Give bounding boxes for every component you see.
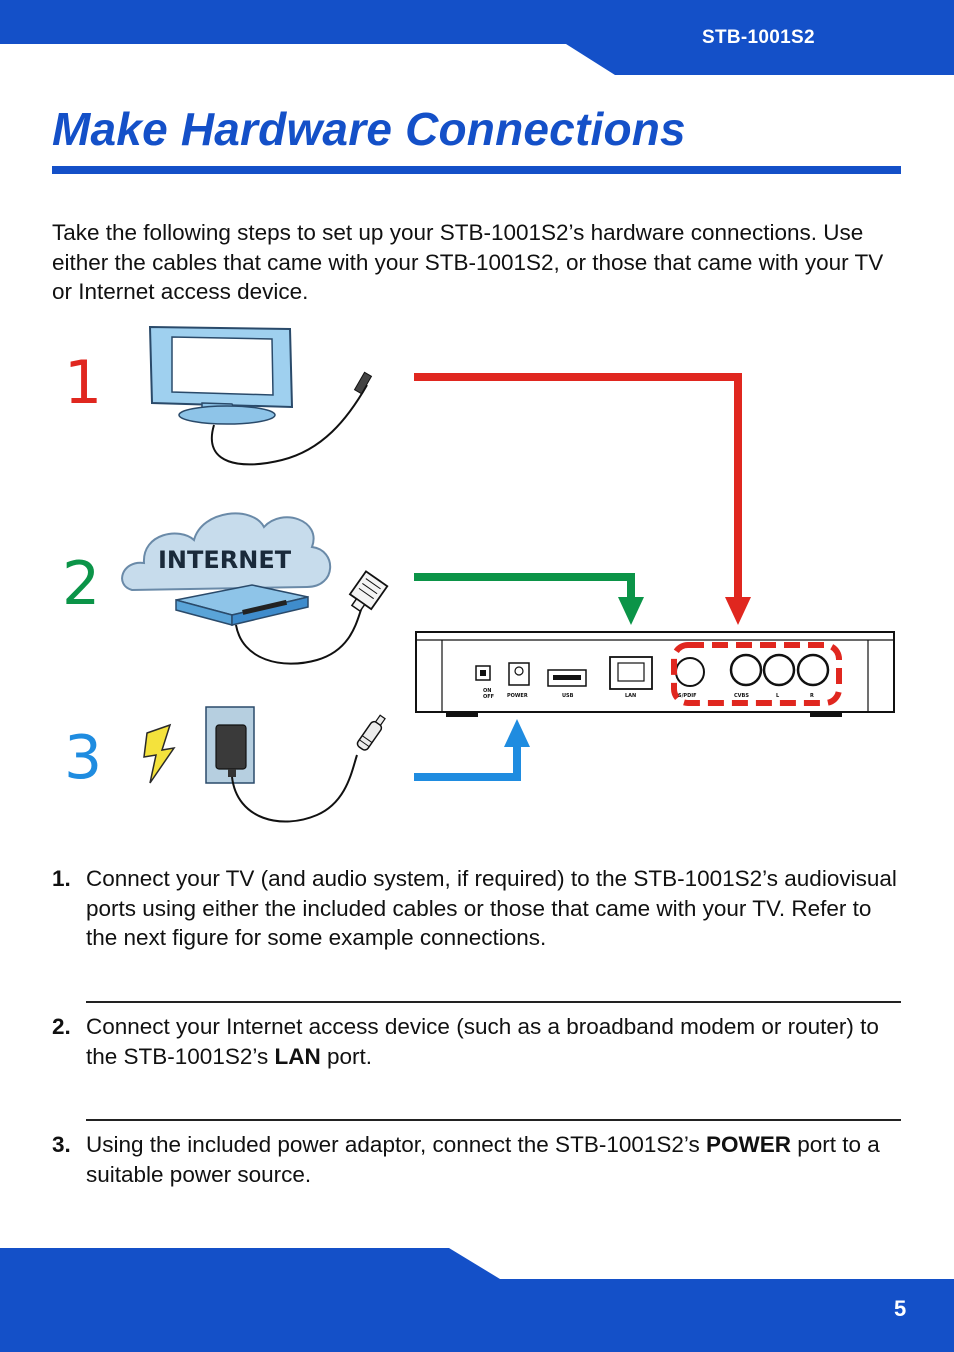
diagram-number-2: 2 [62,549,100,619]
step-number: 2. [52,1014,71,1039]
port-label-power: POWER [507,693,528,699]
diagram-number-3: 3 [64,723,102,793]
power-adaptor-icon [143,706,386,823]
step-number: 3. [52,1132,71,1157]
port-label-off: OFF [483,694,494,700]
step-text: Connect your Internet access device (suc… [86,1014,879,1069]
power-connection-arrow [414,719,530,781]
step-number: 1. [52,866,71,891]
port-label-cvbs: CVBS [734,693,749,699]
step-text: Connect your TV (and audio system, if re… [86,866,897,950]
power-port-name: POWER [705,1132,791,1157]
step-2: 2. Connect your Internet access device (… [52,1012,901,1071]
tv-icon [148,325,373,466]
port-label-r: R [810,693,814,699]
stb-back-panel: ON OFF POWER USB LAN S/PDIF CVBS L R [415,631,895,717]
step-divider [86,1119,901,1121]
port-label-lan: LAN [625,693,636,699]
diagram-number-1: 1 [64,348,102,418]
header-band [0,0,954,75]
port-label-usb: USB [562,693,574,699]
intro-paragraph: Take the following steps to set up your … [52,220,884,304]
connection-diagram: 1 2 3 INTERNET [52,315,902,830]
step-1: 1. Connect your TV (and audio system, if… [52,864,901,953]
step-3: 3. Using the included power adaptor, con… [52,1130,901,1189]
av-connection-arrow [414,373,751,625]
internet-modem-icon: INTERNET [121,512,389,665]
title-underline [52,166,901,174]
step-divider [86,1001,901,1003]
port-label-on: ON [483,688,491,694]
page-number: 5 [894,1296,907,1321]
step-text: Using the included power adaptor, connec… [86,1132,880,1187]
port-label-l: L [776,693,780,699]
port-label-spdif: S/PDIF [678,693,697,699]
model-name: STB-1001S2 [702,27,815,48]
lan-connection-arrow [414,573,644,625]
internet-label: INTERNET [158,546,292,574]
page-title: Make Hardware Connections [52,103,686,155]
footer-band [0,1248,954,1352]
lan-port-name: LAN [274,1043,321,1069]
